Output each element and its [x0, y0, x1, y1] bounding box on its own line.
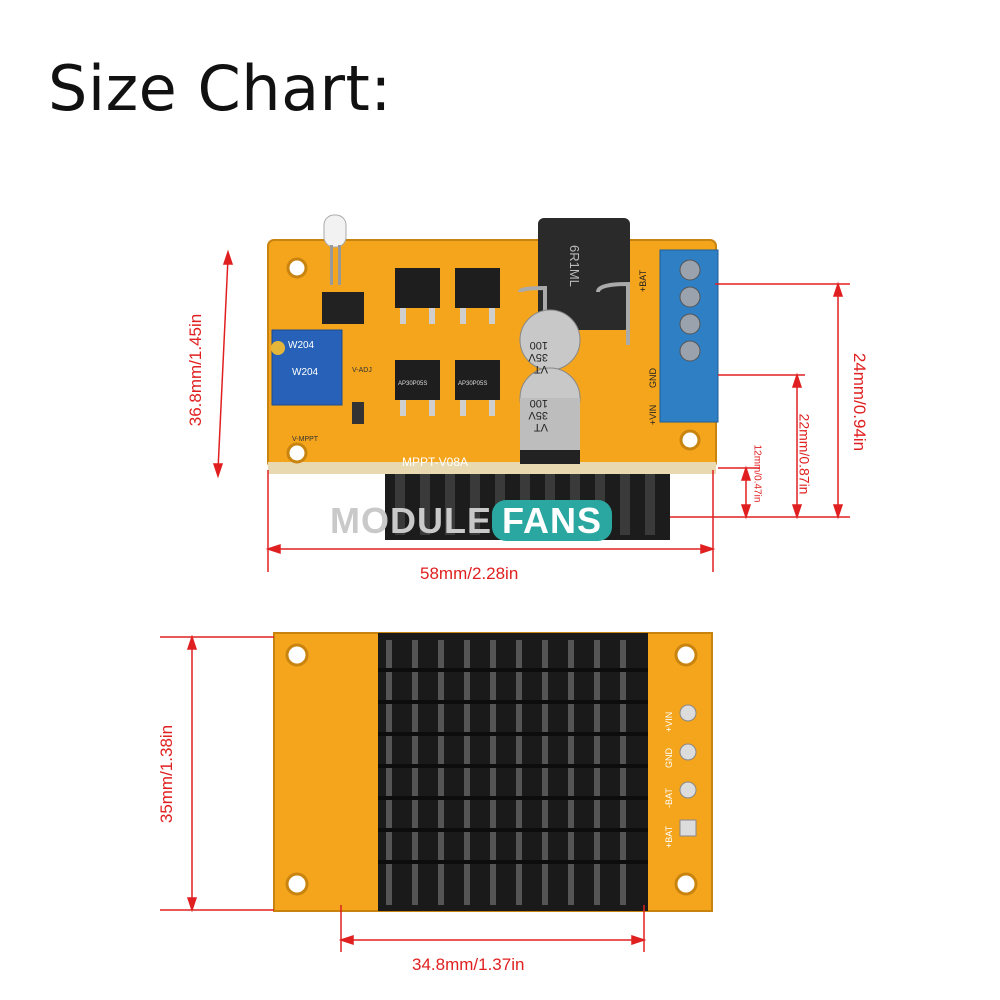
- inductor-icon: [518, 218, 630, 345]
- heatsink-top: [378, 633, 648, 911]
- bat-plus-label-bottom: +BAT: [664, 825, 674, 848]
- pot-label-2: W204: [292, 367, 319, 378]
- v-mppt-label: V-MPPT: [292, 436, 319, 443]
- dim-bottom-width: 34.8mm/1.37in: [412, 955, 525, 974]
- top-dimension-lines: [212, 249, 850, 572]
- dim-right-24: 24mm/0.94in: [850, 352, 870, 452]
- bottom-board-view: +VIN GND -BAT +BAT: [273, 632, 713, 912]
- potentiometer-icon: [271, 329, 343, 406]
- mosfets: [395, 268, 500, 416]
- bottom-dimension-lines: [160, 634, 647, 952]
- v-adj-label: V-ADJ: [352, 367, 372, 374]
- dim-bottom-height: 35mm/1.38in: [157, 724, 177, 824]
- cap-series-1: VT: [534, 363, 548, 375]
- cap-value-1: 100: [530, 339, 548, 351]
- pot-label-1: W204: [288, 340, 315, 351]
- cap-series-2: VT: [534, 421, 548, 433]
- dim-top-width: 58mm/2.28in: [420, 564, 519, 583]
- cap-voltage-2: 35V: [528, 409, 548, 421]
- inductor-label: 6R1ML: [567, 245, 582, 287]
- vin-label-bottom: +VIN: [664, 712, 674, 732]
- model-label: MPPT-V08A: [402, 455, 468, 469]
- page-title: Size Chart:: [48, 52, 392, 125]
- watermark-left: MODULE: [330, 500, 492, 541]
- gnd-label-bottom: GND: [664, 748, 674, 769]
- dim-top-height: 36.8mm/1.45in: [186, 313, 206, 427]
- cap-value-2: 100: [530, 397, 548, 409]
- vin-label-top: +VIN: [648, 405, 658, 425]
- dim-right-12: 12mm/0.47in: [751, 444, 763, 503]
- mosfet-code-2: AP30P05S: [458, 381, 487, 387]
- solder-pads: [679, 704, 697, 837]
- bat-minus-label: -BAT: [664, 788, 674, 808]
- mosfet-code-1: AP30P05S: [398, 381, 427, 387]
- watermark-right: FANS: [492, 500, 613, 541]
- dim-right-22: 22mm/0.87in: [796, 413, 813, 495]
- bat-plus-label: +BAT: [638, 269, 648, 292]
- terminal-block-icon: [659, 249, 719, 423]
- capacitors: [519, 309, 581, 464]
- led-icon: [323, 214, 347, 285]
- ic-chip: [322, 292, 364, 324]
- cap-voltage-1: 35V: [528, 351, 548, 363]
- top-board-view: W204 W204 V-ADJ V-MPPT AP30P05S AP30P05S…: [267, 214, 719, 540]
- gnd-label-top: GND: [648, 368, 658, 389]
